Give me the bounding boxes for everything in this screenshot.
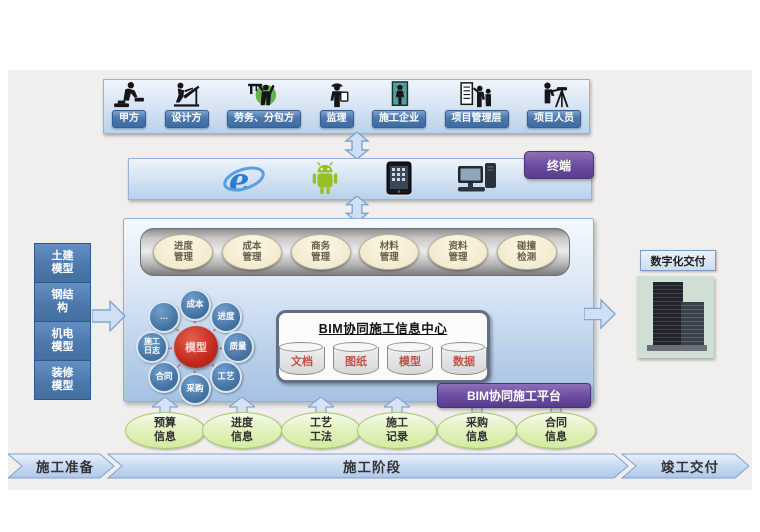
phase-preparation: 施工准备: [36, 460, 94, 475]
link-arrow-icon: ↔: [163, 341, 175, 353]
terminal-label: 终端: [524, 151, 594, 179]
hub-satellite-site-log: 施工 日志: [136, 331, 168, 363]
stakeholder-label: 项目人员: [527, 110, 581, 128]
management-icon: [459, 82, 491, 108]
model-stack: 土建 模型 钢结 构 机电 模型 装修 模型: [34, 243, 91, 400]
hub-satellite-procurement: 采购: [179, 373, 211, 405]
ie-browser-icon: e: [223, 161, 265, 197]
hub-satellite-quality: 质量: [222, 331, 254, 363]
designer-icon: [173, 82, 200, 107]
stakeholder-labor: 劳务、分包方: [227, 81, 301, 128]
store-models: 模型: [387, 342, 433, 375]
platform-to-delivery-arrow: [584, 298, 616, 330]
module-documents: 资料 管理: [427, 234, 488, 270]
input-construction-records: 施工 记录: [357, 412, 437, 449]
android-icon: [312, 161, 338, 195]
module-cost: 成本 管理: [221, 234, 282, 270]
platform-label: BIM协同施工平台: [437, 383, 591, 408]
phase-handover: 竣工交付: [661, 460, 719, 475]
model-steel: 钢结 构: [35, 283, 90, 322]
stakeholder-owner: 甲方: [112, 81, 146, 128]
owner-icon: [114, 82, 144, 108]
input-procurement-info: 采购 信息: [437, 412, 517, 449]
phase-segment: [620, 453, 750, 479]
phase-banner: [8, 453, 750, 479]
contractor-icon: [391, 81, 409, 107]
hub-satellite-more: …: [148, 301, 180, 333]
stakeholder-label: 劳务、分包方: [227, 110, 301, 128]
hub-satellite-technique: 工艺: [210, 361, 242, 393]
stakeholder-label: 甲方: [112, 110, 146, 128]
model-hub-center: 模型: [174, 326, 218, 368]
link-terminal-platform: [344, 196, 370, 222]
input-progress-info: 进度 信息: [202, 412, 282, 449]
input-contract-info: 合同 信息: [516, 412, 596, 449]
right-arrow-icon: [92, 300, 126, 332]
personnel-icon: [544, 82, 569, 108]
store-documents: 文档: [279, 342, 325, 375]
module-commerce: 商务 管理: [290, 234, 351, 270]
double-arrow-icon: [344, 132, 370, 159]
labor-icon: [248, 83, 277, 106]
stakeholder-supervisor: 监理: [319, 81, 354, 128]
building-photo: [637, 276, 714, 358]
hub-satellite-progress: 进度: [210, 301, 242, 333]
input-technique-methods: 工艺 工法: [281, 412, 361, 449]
model-civil: 土建 模型: [35, 244, 90, 283]
module-clash-detection: 碰撞 检测: [496, 234, 557, 270]
management-modules-bar: 进度 管理 成本 管理 商务 管理 材料 管理 资料 管理 碰撞 检测: [140, 228, 570, 276]
hub-satellite-cost: 成本: [179, 289, 211, 321]
stakeholder-label: 施工企业: [372, 110, 426, 128]
stakeholder-label: 设计方: [164, 110, 209, 128]
store-data: 数据: [441, 342, 487, 375]
input-budget-info: 预算 信息: [125, 412, 205, 449]
stakeholder-label: 项目管理层: [444, 110, 509, 128]
info-center-box: BIM协同施工信息中心 文档 图纸 模型 数据: [276, 310, 490, 383]
stakeholder-label: 监理: [319, 110, 354, 128]
building-base: [647, 345, 707, 351]
link-stakeholders-terminal: [344, 132, 370, 159]
model-mep: 机电 模型: [35, 322, 90, 361]
stakeholder-contractor: 施工企业: [372, 81, 426, 128]
store-drawings: 图纸: [333, 342, 379, 375]
stakeholder-management: 项目管理层: [444, 81, 509, 128]
module-material: 材料 管理: [359, 234, 420, 270]
building-tower: [653, 282, 683, 348]
phase-segment: [106, 453, 629, 479]
svg-text:e: e: [229, 161, 249, 197]
phase-construction: 施工阶段: [343, 460, 401, 475]
digital-delivery-label: 数字化交付: [640, 250, 716, 271]
terminal-bar: e: [128, 158, 592, 200]
desktop-computer-icon: [458, 163, 496, 192]
stakeholder-personnel: 项目人员: [527, 81, 581, 128]
double-arrow-icon: [344, 196, 370, 222]
data-stores-row: 文档 图纸 模型 数据: [279, 342, 487, 375]
stakeholder-designer: 设计方: [164, 81, 209, 128]
tablet-icon: [386, 161, 412, 197]
building-wing: [681, 302, 704, 348]
module-progress: 进度 管理: [153, 234, 214, 270]
hub-satellite-contract: 合同: [148, 361, 180, 393]
right-arrow-icon: [584, 298, 616, 330]
stakeholders-panel: 甲方 设计方 劳务、分包方: [103, 79, 590, 134]
info-center-title: BIM协同施工信息中心: [318, 322, 448, 336]
model-decoration: 装修 模型: [35, 361, 90, 399]
models-to-platform-arrow: [92, 300, 126, 332]
phase-segment: [8, 453, 115, 479]
supervisor-icon: [329, 83, 348, 108]
